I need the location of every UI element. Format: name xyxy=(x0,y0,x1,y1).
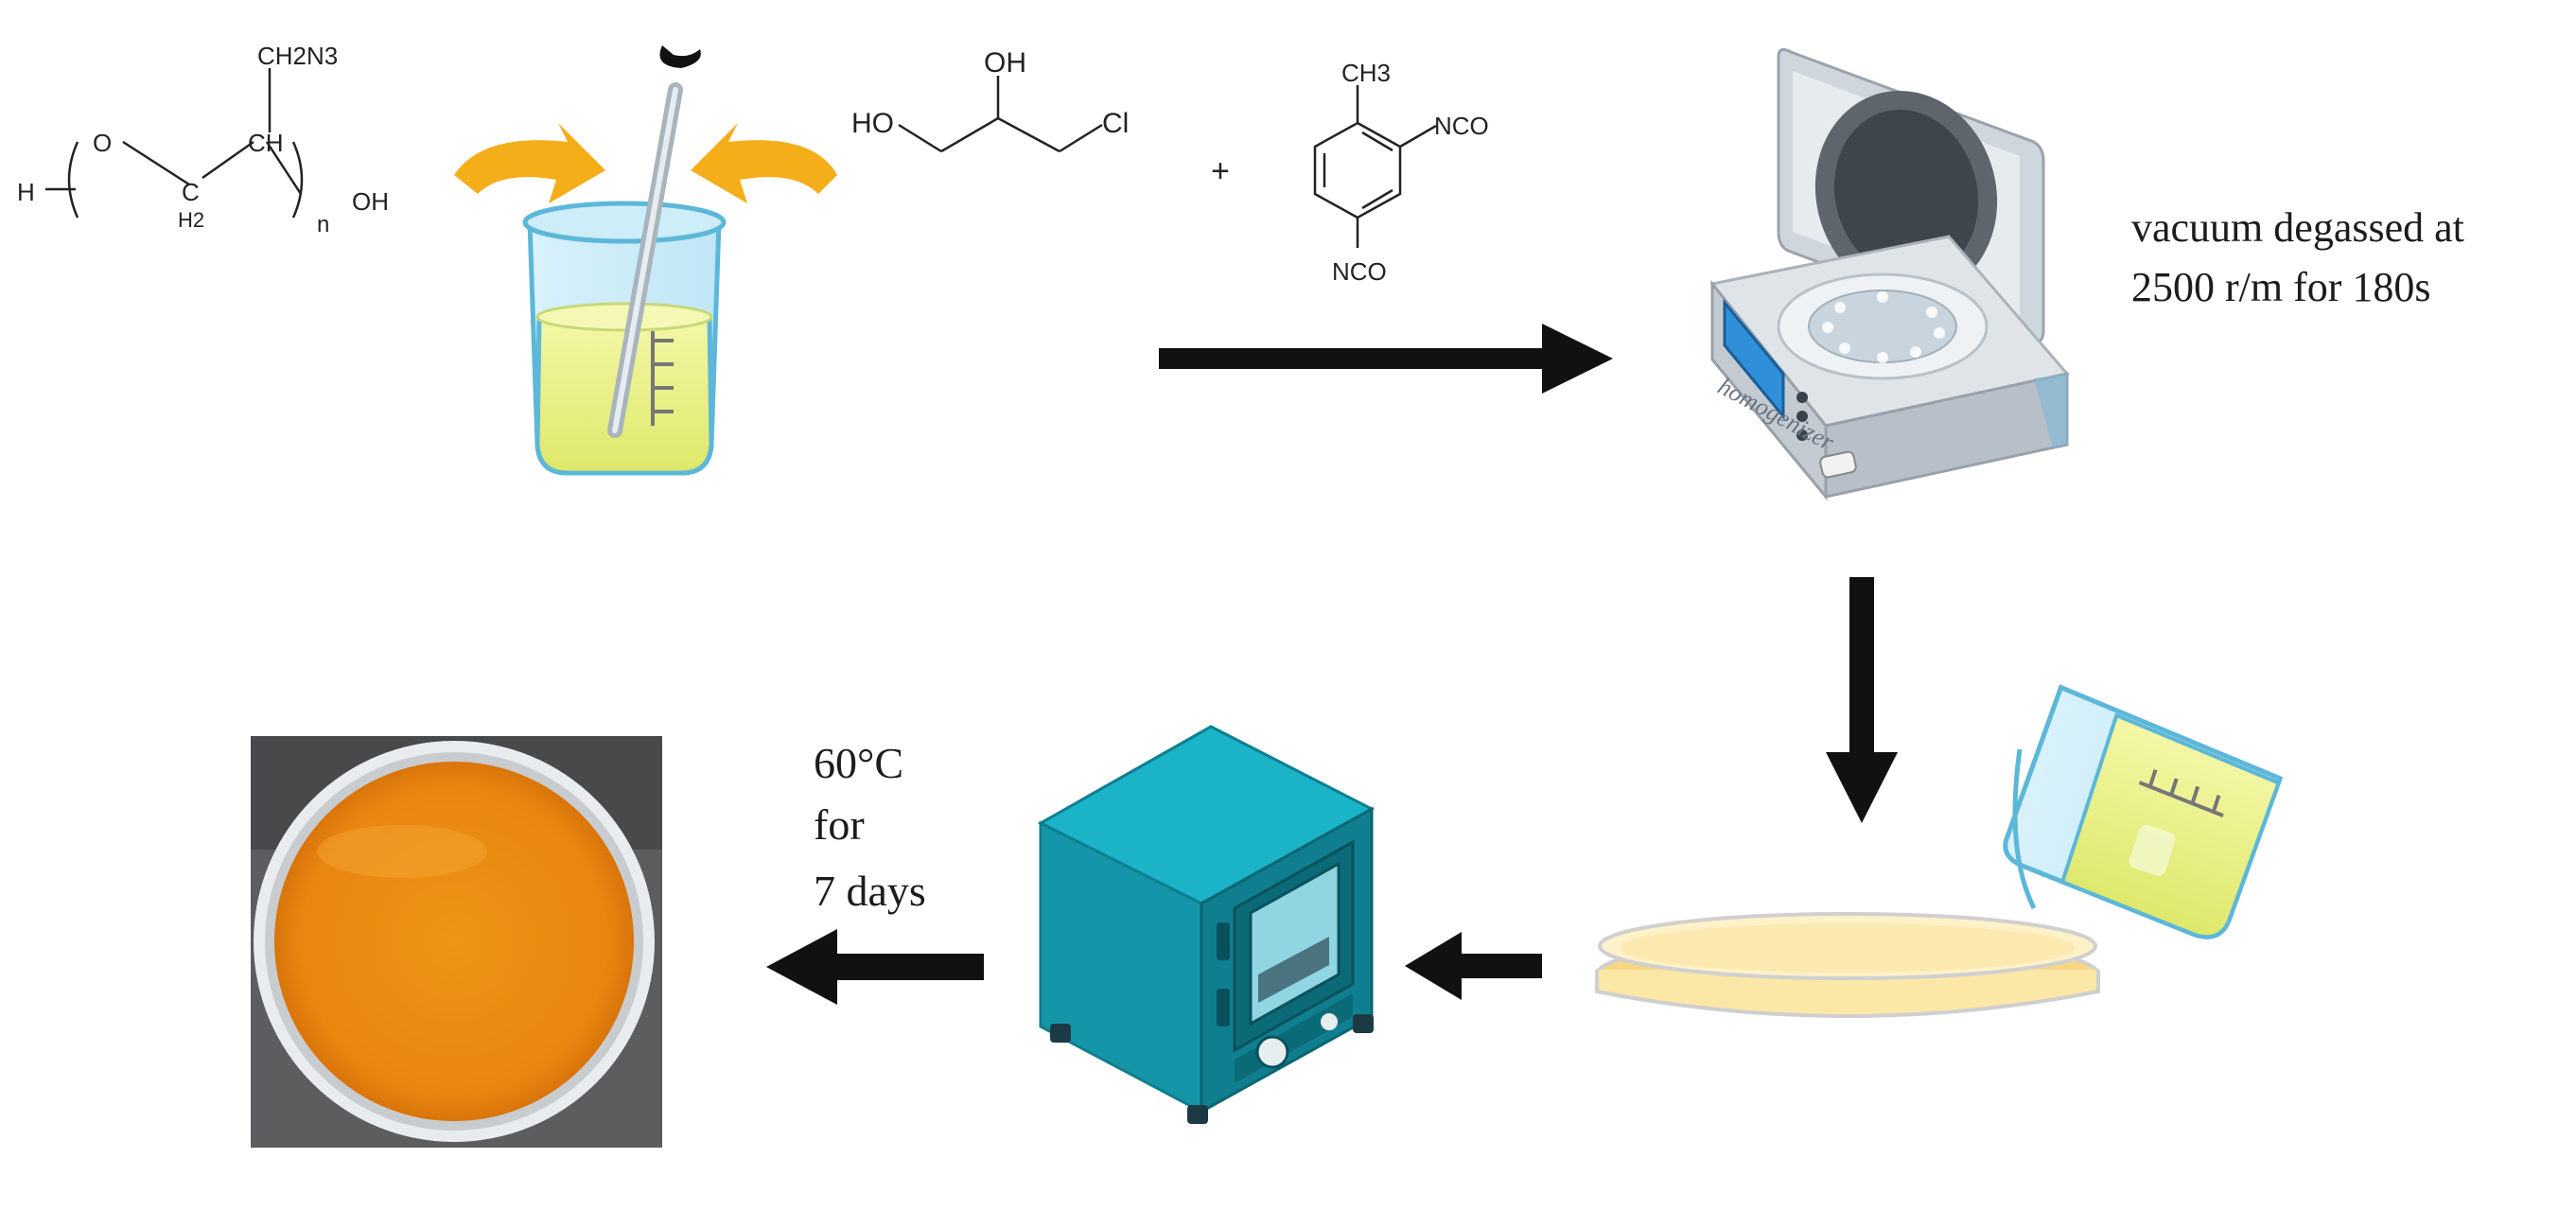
cure-condition-line-3: 7 days xyxy=(814,867,926,915)
arrow-left-1-icon xyxy=(1405,932,1542,1000)
curing-oven xyxy=(1037,725,1376,1124)
chloropropanediol-ho: HO xyxy=(851,108,894,139)
gap-side-group: CH2N3 xyxy=(257,42,338,70)
chloropropanediol-structure xyxy=(898,76,1103,153)
swirl-arrow-left-icon xyxy=(454,123,605,203)
tdi-methyl: CH3 xyxy=(1341,59,1391,87)
degas-condition-line-1: vacuum degassed at xyxy=(2131,204,2464,251)
tdi-nco-top: NCO xyxy=(1434,112,1489,140)
gap-end-h: H xyxy=(17,178,35,206)
arrow-left-2-icon xyxy=(766,929,984,1005)
flow-arrows xyxy=(766,324,1898,1005)
plus-sign: + xyxy=(1211,153,1230,189)
mixing-beaker xyxy=(454,45,837,476)
swirl-arrow-right-icon xyxy=(691,123,837,203)
gap-structure xyxy=(45,68,304,219)
cure-condition-line-1: 60°C xyxy=(814,739,904,787)
gap-ether-o: O xyxy=(93,129,112,157)
homogenizer xyxy=(1709,47,2070,501)
gap-end-oh: OH xyxy=(352,187,389,216)
gap-repeat-n: n xyxy=(317,212,329,237)
degas-condition-line-2: 2500 r/m for 180s xyxy=(2131,264,2431,310)
chloropropanediol-oh: OH xyxy=(984,47,1026,79)
stir-motion-icon xyxy=(659,45,701,68)
tdi-nco-bottom: NCO xyxy=(1332,257,1387,286)
gap-backbone-ch2: H2 xyxy=(178,208,204,232)
arrow-down-icon xyxy=(1826,577,1898,823)
chloropropanediol-cl: Cl xyxy=(1102,108,1129,139)
product-photo xyxy=(251,736,662,1148)
arrow-right-1-icon xyxy=(1159,324,1613,394)
tdi-structure xyxy=(1313,85,1437,248)
gap-backbone-ch: CH xyxy=(248,129,284,157)
pouring-step xyxy=(1595,684,2284,1018)
gap-backbone-c: C xyxy=(182,178,200,206)
cure-condition-line-2: for xyxy=(814,800,865,849)
